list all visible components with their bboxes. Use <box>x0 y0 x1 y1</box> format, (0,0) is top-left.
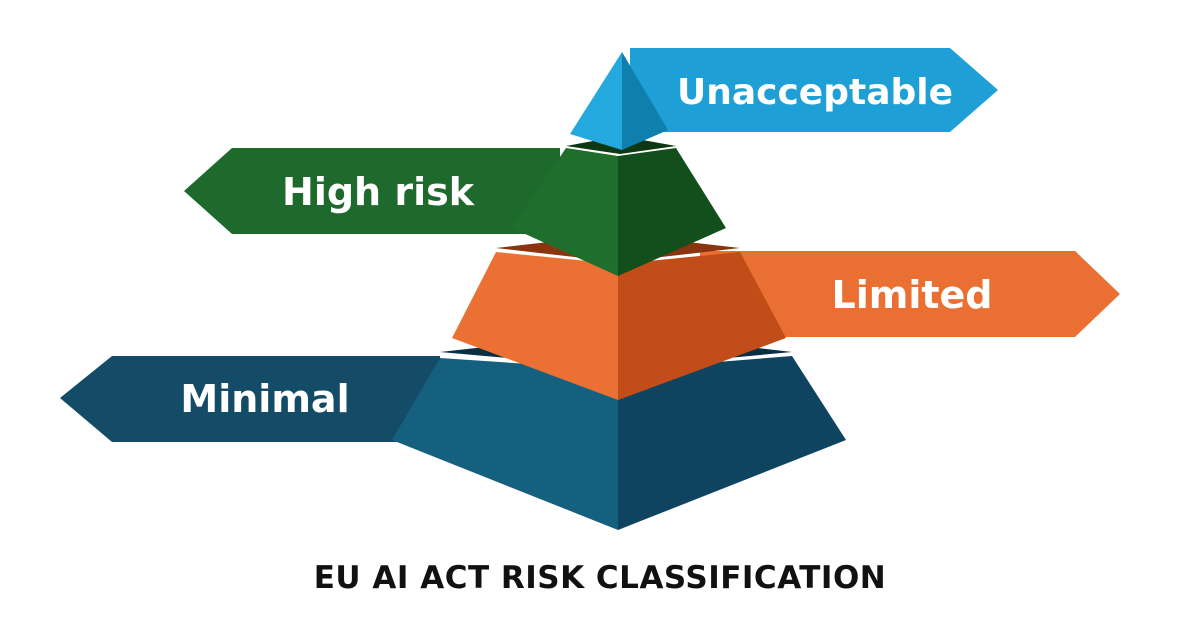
tier-label-unacceptable: Unacceptable <box>677 72 953 113</box>
pyramid-tier-unacceptable <box>570 52 668 150</box>
pyramid-tier-high-risk-face-left <box>512 148 618 276</box>
arrow-unacceptable-shape <box>630 48 998 132</box>
arrow-high-risk-shape <box>184 148 560 234</box>
arrow-minimal-shape <box>60 356 440 442</box>
pyramid-tier-unacceptable-face-left <box>570 52 622 150</box>
arrow-limited-shape <box>700 251 1120 337</box>
tier-label-high-risk: High risk <box>282 170 475 214</box>
arrow-limited: Limited <box>700 251 1120 337</box>
pyramid-tier-minimal-face-right <box>618 356 846 530</box>
arrow-high-risk: High risk <box>184 148 560 234</box>
pyramid-tier-high-risk-face-right <box>618 148 726 276</box>
arrow-minimal: Minimal <box>60 356 440 442</box>
tier-label-limited: Limited <box>832 273 993 317</box>
risk-pyramid-diagram: Minimal Limited High risk Unacceptable <box>60 48 1120 530</box>
arrow-unacceptable: Unacceptable <box>630 48 998 132</box>
pyramid-tier-limited-face-right <box>618 252 786 400</box>
diagram-caption: EU AI ACT RISK CLASSIFICATION <box>313 560 887 596</box>
pyramid-tier-minimal-face-left <box>392 358 618 530</box>
tier-label-minimal: Minimal <box>180 377 349 421</box>
pyramid-tier-limited-face-left <box>452 252 618 400</box>
pyramid-tier-unacceptable-face-right <box>622 52 668 150</box>
